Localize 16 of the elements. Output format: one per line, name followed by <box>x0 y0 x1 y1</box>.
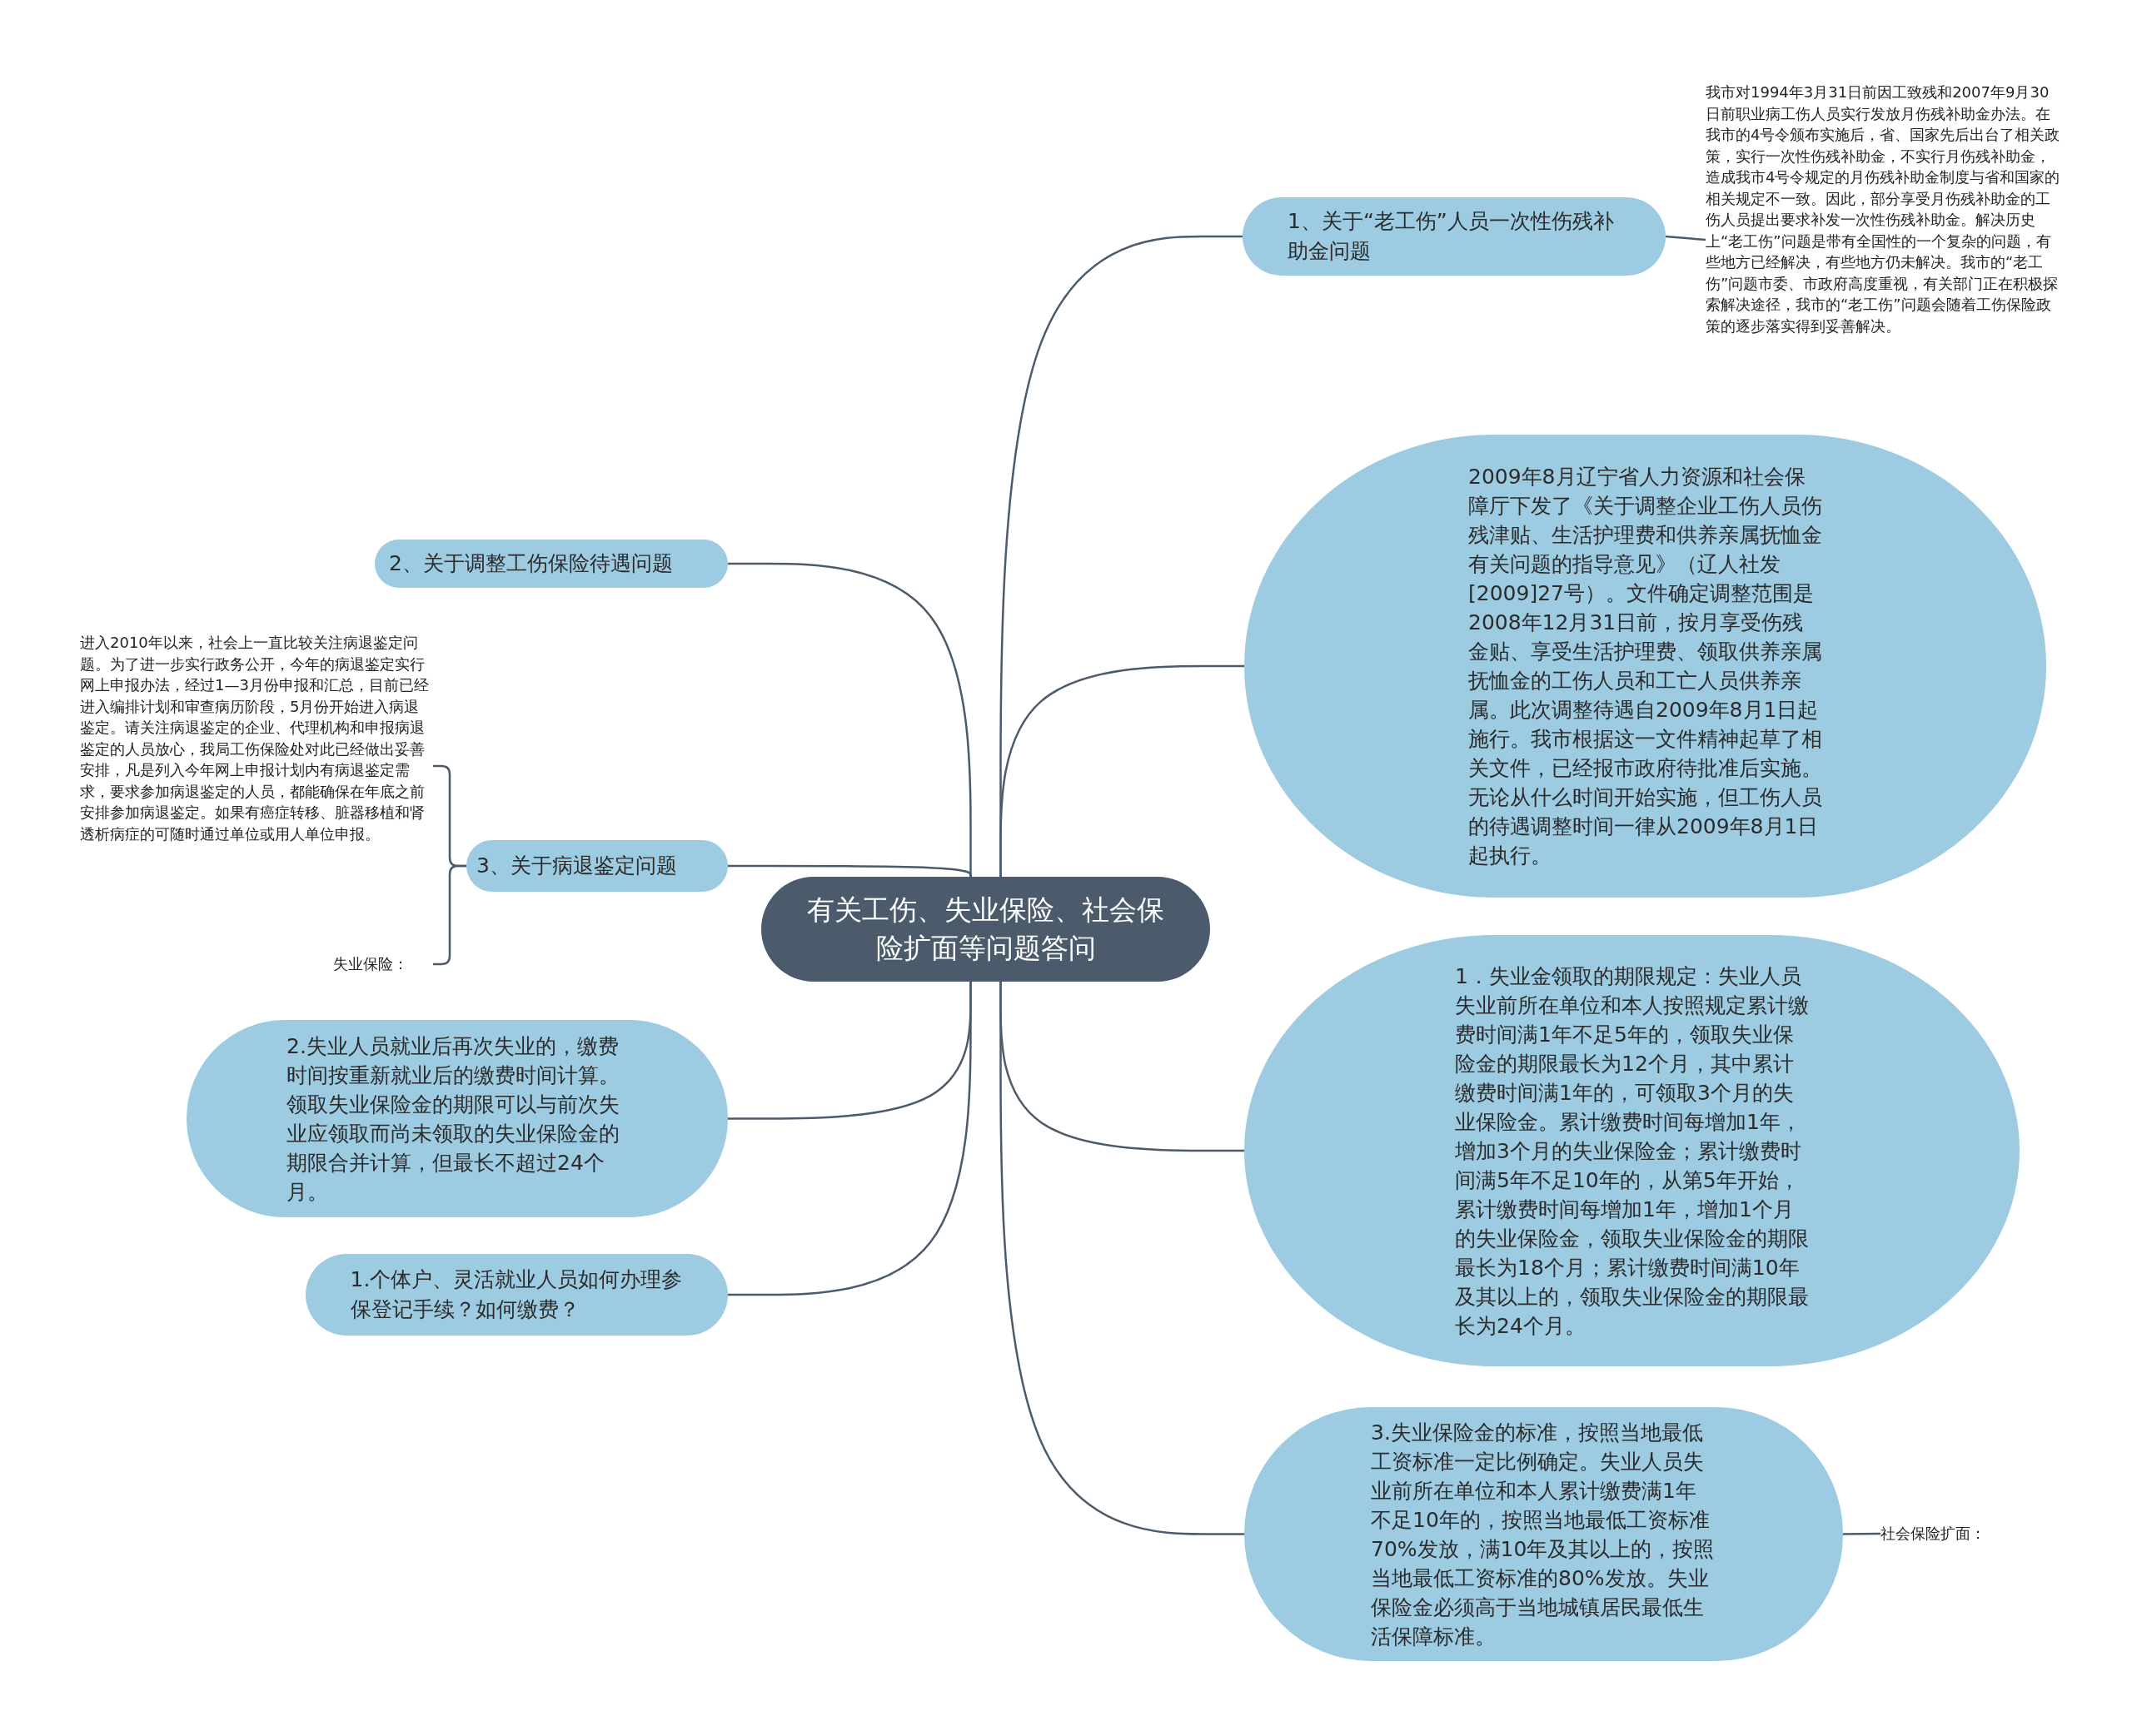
connector-line <box>728 562 972 877</box>
note-text: 我市对1994年3月31日前因工致残和2007年9月30日前职业病工伤人员实行发放月伤残补助金办法。在我市的4号令颁布实施后，省、国家先后出台了相关政策，实行一次性伤残补助金，不实行月伤残补助金，造成我市4号令规定的月伤残补助金制度与省和国家的相关规定不一致。因此，部分享受月伤残补助金的工伤人员提出要求补发一次性伤残补助金。解决历史上“老工伤”问题是带有全国性的一个复杂的问题，有些地方已经解决，有些地方仍未解决。我市的“老工伤”问题市委、市政府高度重视，有关部门正在积极探索解决途径，我市的“老工伤”问题会随着工伤保险政策的逐步落实得到妥善解决。 <box>1706 82 2062 398</box>
connector-line <box>1843 1532 1880 1535</box>
connector-line <box>999 664 1244 877</box>
connector-line <box>728 864 972 878</box>
central-topic: 有关工伤、失业保险、社会保险扩面等问题答问 <box>761 877 1210 982</box>
topic-pill: 3、关于病退鉴定问题 <box>466 840 728 892</box>
topic-pill: 1.个体户、灵活就业人员如何办理参保登记手续？如何缴费？ <box>306 1254 728 1336</box>
connector-line <box>728 982 972 1296</box>
topic-pill: 2、关于调整工伤保险待遇问题 <box>375 540 728 588</box>
note-text: 社会保险扩面： <box>1880 1522 2005 1545</box>
connector-line <box>1665 235 1706 241</box>
topic-pill: 1、关于“老工伤”人员一次性伤残补助金问题 <box>1243 197 1666 276</box>
note-text: 进入2010年以来，社会上一直比较关注病退鉴定问题。为了进一步实行政务公开，今年的病退鉴定实行网上申报办法，经过1—3月份申报和汇总，目前已经进入编排计划和审查病历阶段，5月份开始进入病退鉴定。请关注病退鉴定的企业、代理机构和申报病退鉴定的人员放心，我局工伤保险处对此已经做出妥善安排，凡是列入今年网上申报计划内有病退鉴定需求，要求参加病退鉴定的人员，都能确保在年底之前安排参加病退鉴定。如果有癌症转移、脏器移植和肾透析病症的可随时通过单位或用人单位申报。 <box>80 632 433 900</box>
note-text: 失业保险： <box>333 953 433 976</box>
connector-line <box>999 982 1244 1535</box>
